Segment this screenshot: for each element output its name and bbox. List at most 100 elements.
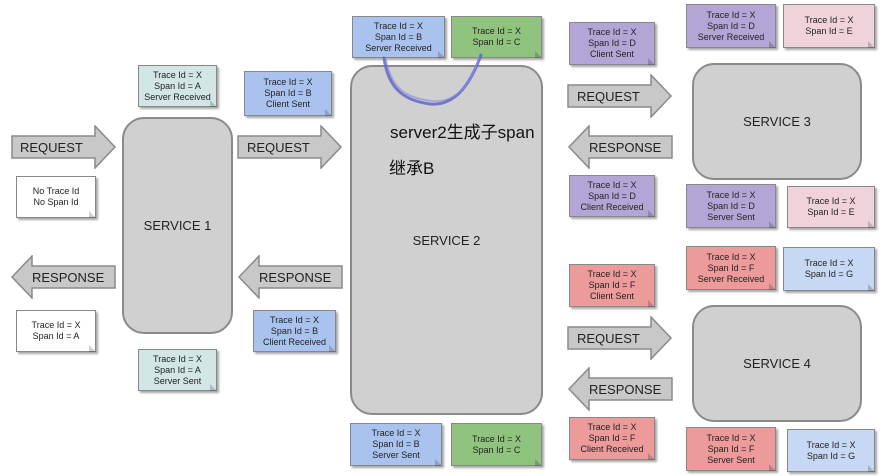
note-line: Trace Id = X <box>587 179 637 190</box>
note-line: Client Received <box>580 201 644 212</box>
note-line: Trace Id = X <box>371 428 421 438</box>
note-line: Trace Id = X <box>587 422 637 432</box>
note-line: Trace Id = X <box>374 20 423 31</box>
note-line: No Trace Id <box>32 186 80 196</box>
response-label: RESPONSE <box>589 381 662 397</box>
service-4-box: SERVICE 4 <box>692 305 862 422</box>
request-arrow-service-2-to-service-4: REQUEST <box>567 315 673 361</box>
response-label: RESPONSE <box>259 269 332 285</box>
note-line: Span Id = F <box>707 262 755 273</box>
note-line: Client Received <box>262 336 327 347</box>
annotation-line-1: server2生成子span <box>390 123 535 142</box>
request-label: REQUEST <box>577 330 640 346</box>
note-line: Span Id = A <box>154 364 201 375</box>
service-3-label: SERVICE 3 <box>743 114 811 129</box>
note-line: Server Received <box>365 42 432 53</box>
note-line: Trace Id = X <box>804 15 854 25</box>
note-line: Client Sent <box>589 291 635 301</box>
note-line: Span Id = B <box>264 88 312 98</box>
note-line: Client Sent <box>265 99 311 109</box>
arrow-left-icon <box>567 124 673 170</box>
note-line: Span Id = D <box>707 200 755 211</box>
note-line: Span Id = D <box>707 20 755 31</box>
note-line: Trace Id = X <box>270 314 319 325</box>
note-line: Server Sent <box>707 211 755 222</box>
note-line: Span Id = C <box>472 37 521 47</box>
note-line: Trace Id = X <box>263 77 313 87</box>
note-line: Span Id = D <box>588 38 636 48</box>
note-line: Span Id = A <box>32 331 80 341</box>
service-2-label: SERVICE 2 <box>412 232 481 248</box>
arrow-left-icon <box>10 254 116 300</box>
note-line: Trace Id = X <box>587 269 637 279</box>
note-line: Span Id = C <box>472 444 521 455</box>
note-line: Trace Id = X <box>587 27 637 37</box>
response-arrow-service-3-to-service-2: RESPONSE <box>567 124 673 170</box>
note-line: Span Id = F <box>707 443 755 454</box>
service-1-box: SERVICE 1 <box>122 117 233 334</box>
note-line: Trace Id = X <box>706 432 756 443</box>
request-label: REQUEST <box>20 139 83 155</box>
service-2-box: SERVICE 2 <box>350 65 543 415</box>
note-line: Trace Id = X <box>153 353 202 364</box>
response-arrow-service-4-to-service-2: RESPONSE <box>567 366 673 412</box>
note-line: Trace Id = X <box>706 251 756 262</box>
note-line: Span Id = E <box>807 207 855 217</box>
note-line: Server Received <box>144 91 211 102</box>
note-line: Server Sent <box>707 454 755 465</box>
note-line: Trace Id = X <box>31 320 81 330</box>
note-line: Client Sent <box>589 49 635 59</box>
response-label: RESPONSE <box>589 139 662 155</box>
request-arrow-service-2-to-service-3: REQUEST <box>567 73 673 119</box>
response-arrow-service-2-to-service-1: RESPONSE <box>237 254 343 300</box>
note-line: No Span Id <box>33 197 79 207</box>
note-line: Trace Id = X <box>706 189 756 200</box>
note-line: Span Id = B <box>374 31 423 42</box>
note-line: Trace Id = X <box>706 9 756 20</box>
note-line: Trace Id = X <box>153 69 202 80</box>
note-line: Trace Id = X <box>804 258 854 268</box>
note-line: Span Id = G <box>806 450 856 461</box>
note-line: Server Received <box>697 273 765 284</box>
note-line: Span Id = F <box>588 433 636 443</box>
note-line: Span Id = B <box>270 325 319 336</box>
note-line: Span Id = G <box>804 269 854 279</box>
note-line: Server Sent <box>372 450 420 460</box>
request-arrow-service-1-to-service-2: REQUEST <box>237 124 343 170</box>
note-line: Trace Id = X <box>806 196 856 206</box>
note-line: Trace Id = X <box>472 26 521 36</box>
arrow-right-icon <box>567 73 673 119</box>
request-arrow-client-to-service-1: REQUEST <box>11 124 117 170</box>
note-line: Span Id = D <box>588 190 636 201</box>
response-label: RESPONSE <box>32 269 105 285</box>
service-3-box: SERVICE 3 <box>692 63 862 180</box>
request-label: REQUEST <box>247 139 310 155</box>
arrow-left-icon <box>567 366 673 412</box>
note-line: Client Received <box>580 444 644 454</box>
arrow-right-icon <box>11 124 117 170</box>
note-line: Span Id = A <box>154 80 201 91</box>
note-line: Span Id = F <box>588 280 636 290</box>
response-arrow-service-1-to-client: RESPONSE <box>10 254 116 300</box>
arrow-left-icon <box>237 254 343 300</box>
note-line: Server Received <box>697 31 765 42</box>
